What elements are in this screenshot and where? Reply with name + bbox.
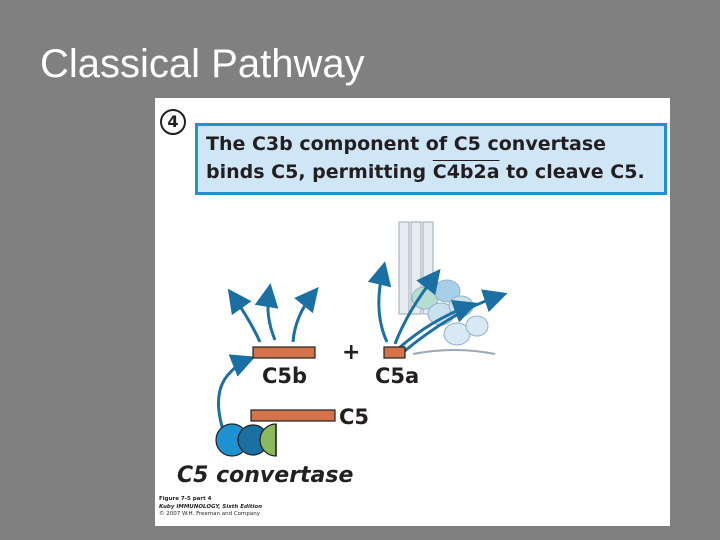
c5b-fragment bbox=[252, 346, 316, 359]
slide-title: Classical Pathway bbox=[40, 42, 365, 86]
step-badge: 4 bbox=[160, 109, 186, 135]
caption-text-end: to cleave C5. bbox=[499, 161, 645, 183]
c5-convertase-complex bbox=[215, 423, 277, 457]
c5-label: C5 bbox=[339, 405, 370, 429]
up-arrow-icon bbox=[227, 288, 262, 343]
up-arrow-icon bbox=[367, 261, 392, 343]
caption-line-2: binds C5, permitting C4b2a to cleave C5. bbox=[206, 158, 656, 186]
c5b-label: C5b bbox=[262, 364, 308, 388]
credit-figure-number: Figure 7-5 part 4 bbox=[159, 496, 212, 502]
up-arrow-icon bbox=[393, 268, 441, 345]
plus-sign: + bbox=[342, 340, 361, 365]
c5-molecule bbox=[250, 409, 336, 422]
caption-text: binds C5, permitting bbox=[206, 161, 433, 183]
pathway-figure: The C3b component of C5 convertase binds… bbox=[155, 98, 670, 526]
figure-credit: Figure 7-5 part 4 Kuby IMMUNOLOGY, Sixth… bbox=[159, 496, 262, 519]
up-arrow-icon bbox=[254, 283, 279, 341]
caption-line-1: The C3b component of C5 convertase bbox=[206, 133, 607, 155]
caption-enzyme: C4b2a bbox=[432, 161, 500, 183]
up-arrow-icon bbox=[400, 289, 508, 356]
c5-convertase-label: C5 convertase bbox=[177, 463, 354, 488]
c5a-label: C5a bbox=[375, 364, 420, 388]
up-arrow-icon bbox=[291, 287, 319, 343]
c5a-fragment bbox=[383, 346, 406, 359]
credit-copyright: © 2007 W.H. Freeman and Company bbox=[159, 511, 260, 517]
caption-box: The C3b component of C5 convertase binds… bbox=[195, 123, 667, 195]
pathway-diagram bbox=[215, 221, 508, 457]
credit-book: Kuby IMMUNOLOGY, Sixth Edition bbox=[159, 503, 263, 510]
up-arrow-icon bbox=[398, 299, 478, 350]
curved-arrow-icon bbox=[216, 354, 256, 437]
c5a-cleavage-complex bbox=[398, 221, 496, 355]
